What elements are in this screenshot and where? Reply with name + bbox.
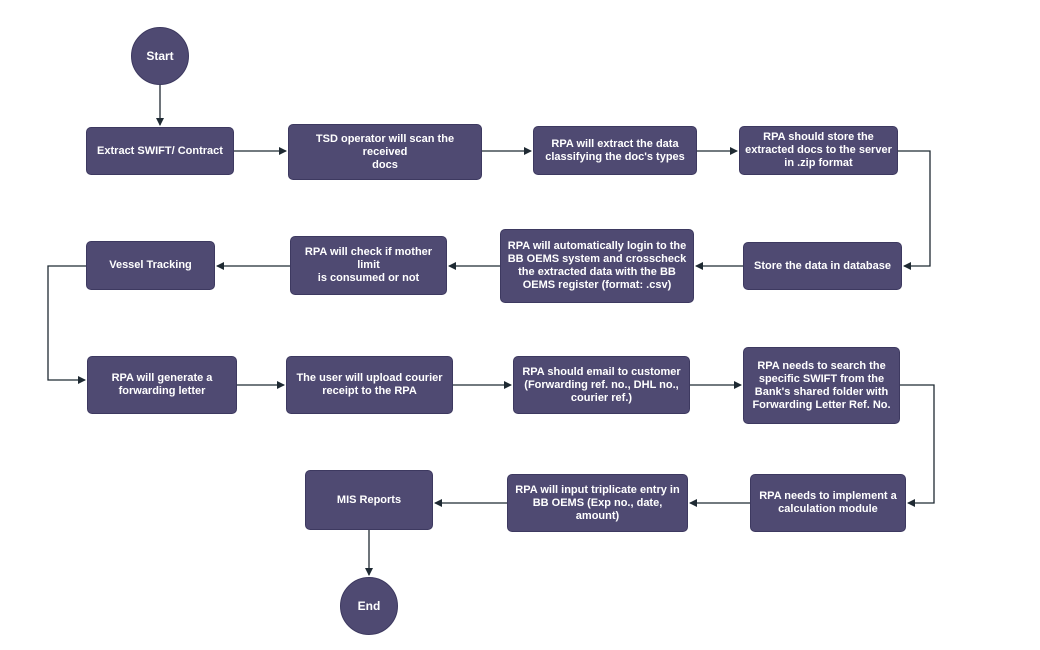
vessel-tracking-node: Vessel Tracking xyxy=(86,241,215,290)
rpa-search-swift-node: RPA needs to search the specific SWIFT f… xyxy=(743,347,900,424)
edge-store-zip-to-store-db xyxy=(898,150,931,270)
rpa-extract-classify-node: RPA will extract the data classifying th… xyxy=(533,126,697,175)
rpa-forwarding-letter-node: RPA will generate a forwarding letter xyxy=(87,356,237,414)
rpa-email-customer-node: RPA should email to customer (Forwarding… xyxy=(513,356,690,414)
rpa-login-crosscheck-node: RPA will automatically login to the BB O… xyxy=(500,229,694,303)
store-database-node: Store the data in database xyxy=(743,242,902,290)
rpa-store-zip-node: RPA should store the extracted docs to t… xyxy=(739,126,898,175)
tsd-operator-scan-node: TSD operator will scan the received docs xyxy=(288,124,482,180)
start-node: Start xyxy=(131,27,189,85)
extract-swift-contract-node: Extract SWIFT/ Contract xyxy=(86,127,234,175)
upload-courier-receipt-node: The user will upload courier receipt to … xyxy=(286,356,453,414)
edge-vessel-to-fwd-letter xyxy=(47,265,86,384)
end-node: End xyxy=(340,577,398,635)
rpa-calculation-module-node: RPA needs to implement a calculation mod… xyxy=(750,474,906,532)
rpa-check-mother-limit-node: RPA will check if mother limit is consum… xyxy=(290,236,447,295)
rpa-triplicate-entry-node: RPA will input triplicate entry in BB OE… xyxy=(507,474,688,532)
mis-reports-node: MIS Reports xyxy=(305,470,433,530)
